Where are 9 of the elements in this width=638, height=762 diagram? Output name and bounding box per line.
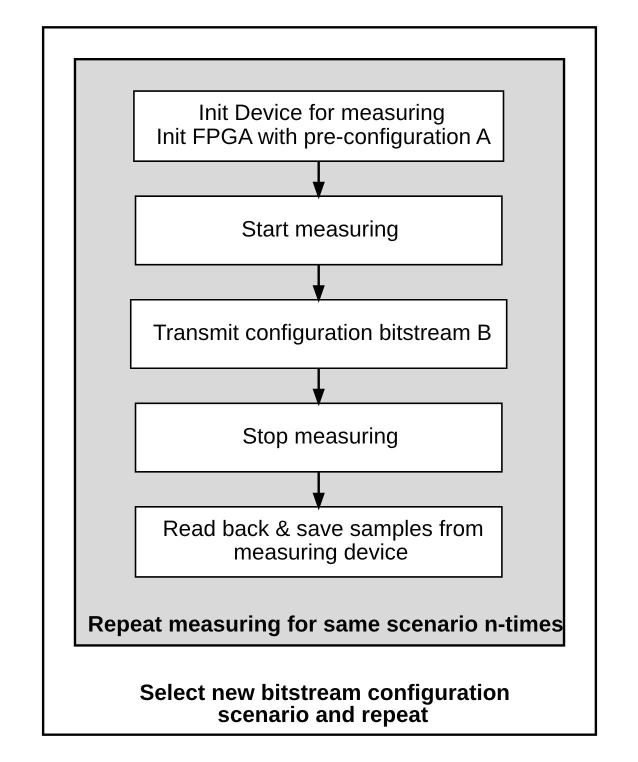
arrow (312, 264, 324, 303)
arrow (312, 472, 324, 510)
arrow (312, 368, 324, 406)
node-box: Read back & save samples from measuring device (134, 506, 502, 578)
arrow (312, 161, 324, 200)
node-box: Init Device for measuring Init FPGA with pre-configuration A (132, 90, 504, 162)
node-box: Transmit configuration bitstream B (129, 298, 507, 370)
node-box: Start measuring (134, 195, 502, 266)
node-box: Stop measuring (134, 402, 502, 473)
